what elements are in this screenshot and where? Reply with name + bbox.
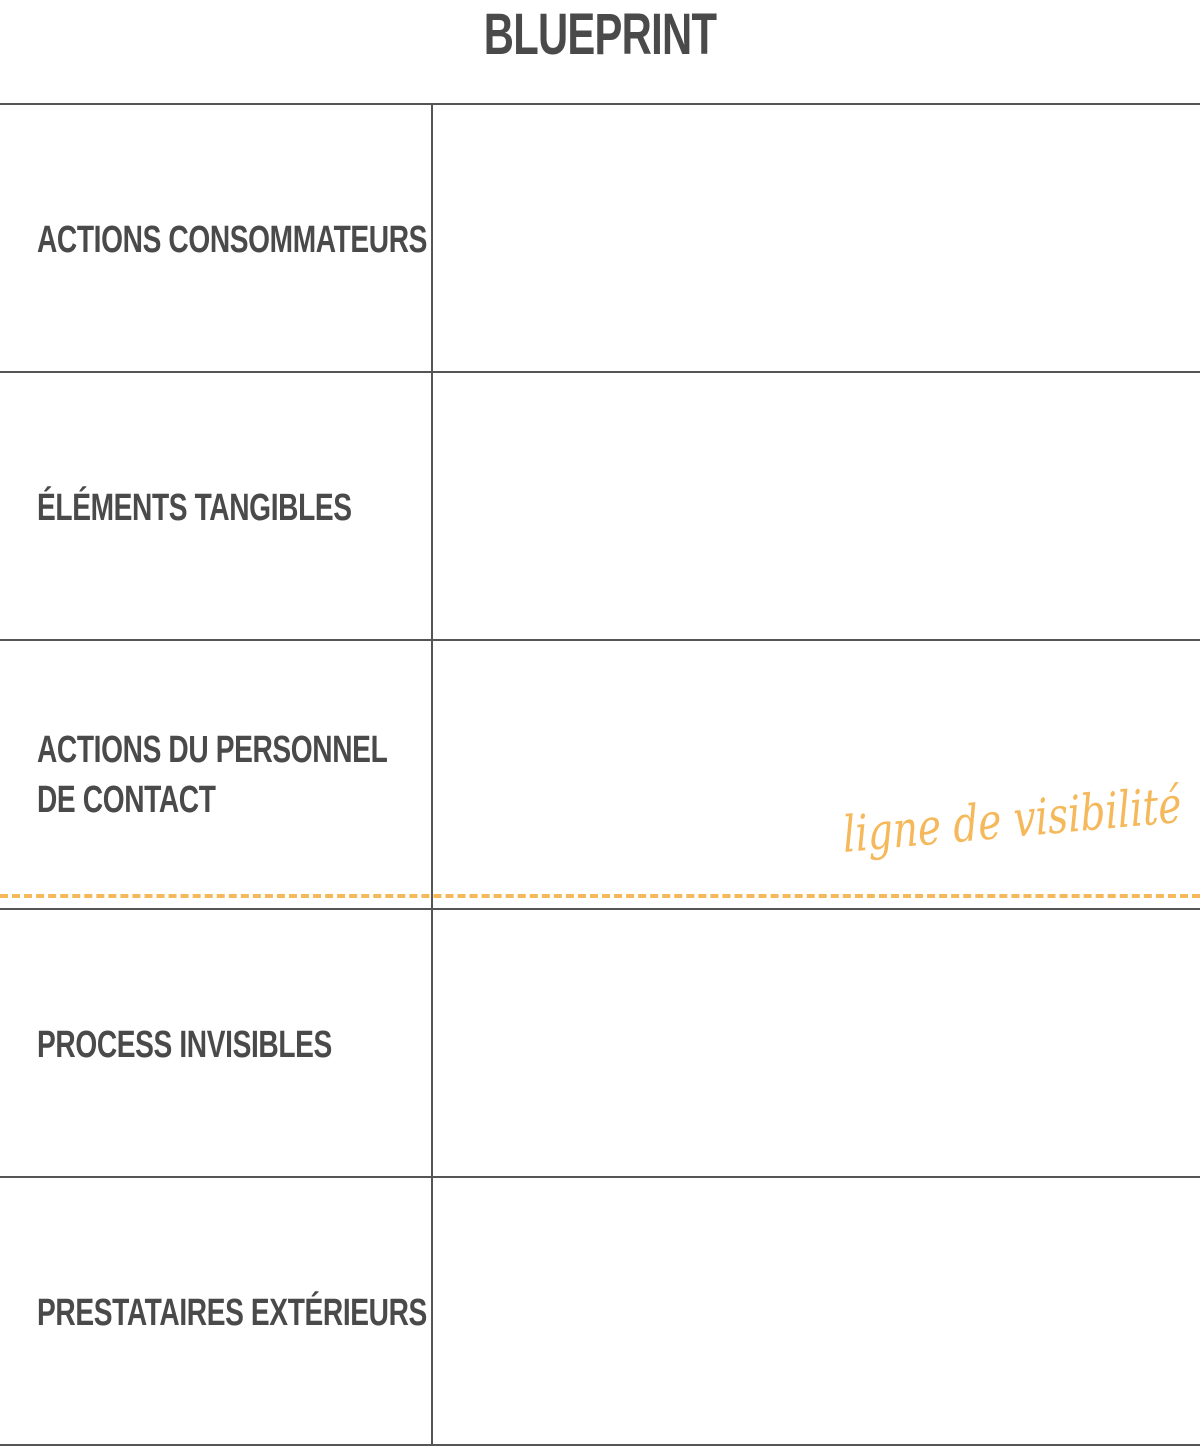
row-label-actions-personnel-contact: ACTIONS DU PERSONNEL DE CONTACT bbox=[37, 725, 388, 825]
row-divider bbox=[0, 1444, 1200, 1446]
page-title: BLUEPRINT bbox=[483, 2, 717, 67]
row-label-line: ÉLÉMENTS TANGIBLES bbox=[37, 487, 352, 529]
row-divider bbox=[0, 103, 1200, 105]
row-label-process-invisibles: PROCESS INVISIBLES bbox=[37, 1020, 332, 1070]
row-label-line: ACTIONS CONSOMMATEURS bbox=[37, 219, 428, 261]
row-divider bbox=[0, 639, 1200, 641]
row-label-line: PRESTATAIRES EXTÉRIEURS bbox=[37, 1292, 427, 1334]
row-label-line: PROCESS INVISIBLES bbox=[37, 1024, 332, 1066]
row-label-prestataires-exterieurs: PRESTATAIRES EXTÉRIEURS bbox=[37, 1288, 427, 1338]
row-divider bbox=[0, 1176, 1200, 1178]
row-divider bbox=[0, 908, 1200, 910]
row-label-line: DE CONTACT bbox=[37, 779, 216, 821]
row-label-line: ACTIONS DU PERSONNEL bbox=[37, 729, 388, 771]
column-divider bbox=[431, 104, 433, 1446]
row-label-elements-tangibles: ÉLÉMENTS TANGIBLES bbox=[37, 483, 352, 533]
row-divider bbox=[0, 371, 1200, 373]
row-label-actions-consommateurs: ACTIONS CONSOMMATEURS bbox=[37, 215, 428, 265]
visibility-dashed-line bbox=[0, 894, 1200, 898]
visibility-line-label: ligne de visibilité bbox=[841, 775, 1183, 864]
